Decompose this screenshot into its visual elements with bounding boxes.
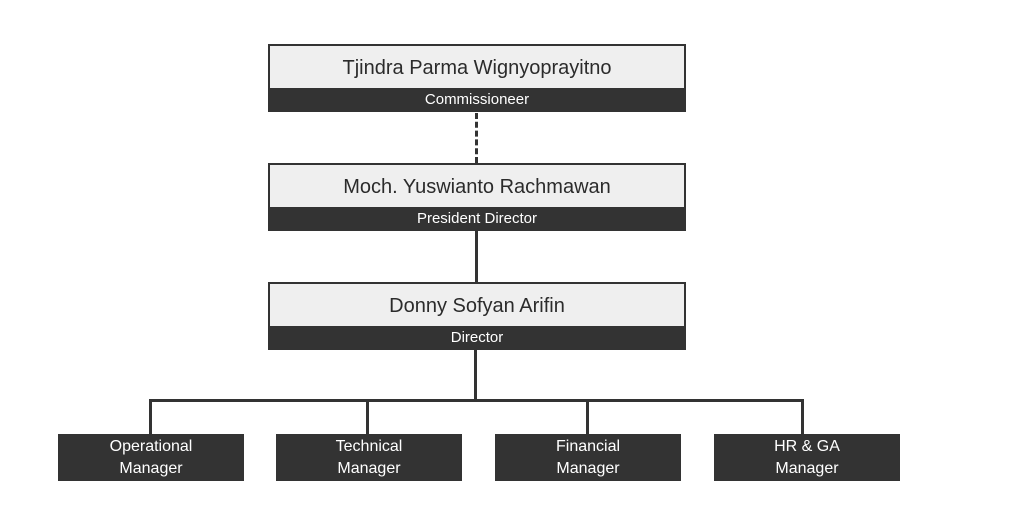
financial-manager-box: Financial Manager — [495, 434, 681, 481]
commissioner-role: Commissioneer — [270, 88, 684, 110]
connector-director-bus — [474, 350, 477, 400]
director-box: Donny Sofyan Arifin Director — [268, 282, 686, 350]
director-name: Donny Sofyan Arifin — [389, 294, 565, 317]
dashed-connector — [475, 113, 478, 163]
president-director-role: President Director — [270, 207, 684, 229]
drop-operational — [149, 399, 152, 434]
president-director-name: Moch. Yuswianto Rachmawan — [343, 175, 611, 198]
hrga-manager-box: HR & GA Manager — [714, 434, 900, 481]
drop-hrga — [801, 399, 804, 434]
commissioner-name: Tjindra Parma Wignyoprayitno — [342, 56, 612, 79]
operational-manager-box: Operational Manager — [58, 434, 244, 481]
connector-president-director — [475, 231, 478, 282]
technical-manager-box: Technical Manager — [276, 434, 462, 481]
commissioner-box: Tjindra Parma Wignyoprayitno Commissione… — [268, 44, 686, 112]
drop-technical — [366, 399, 369, 434]
director-role: Director — [270, 326, 684, 348]
manager-bus-line — [149, 399, 804, 402]
drop-financial — [586, 399, 589, 434]
president-director-box: Moch. Yuswianto Rachmawan President Dire… — [268, 163, 686, 231]
